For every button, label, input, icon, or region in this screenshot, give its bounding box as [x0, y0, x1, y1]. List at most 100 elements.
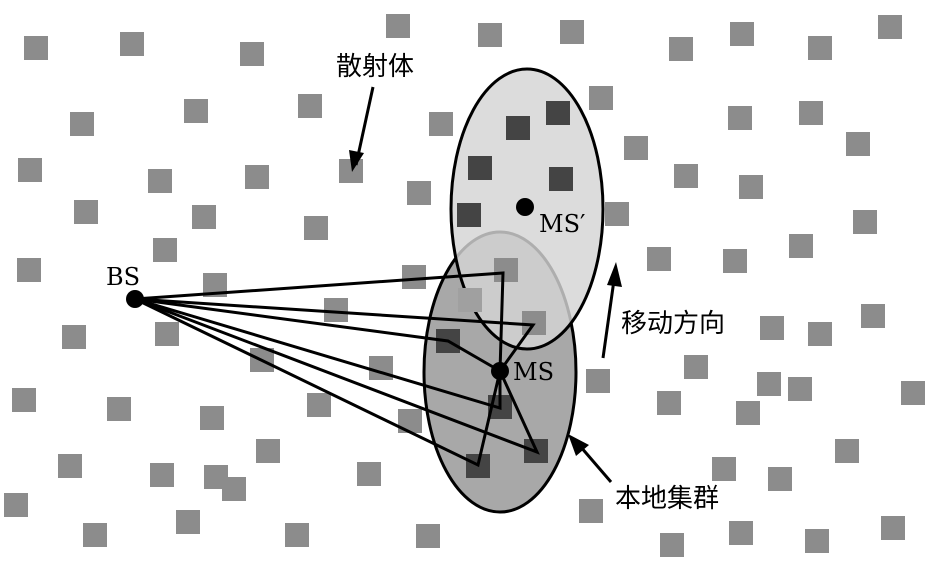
scatterer-square [861, 304, 885, 328]
ms-node [491, 362, 509, 380]
scatterer-square [624, 136, 648, 160]
scatterer-square [222, 477, 246, 501]
scatterer-square [416, 524, 440, 548]
cluster-scatterer-square [494, 258, 518, 282]
scatterer-square [647, 247, 671, 271]
scatterer-square [429, 112, 453, 136]
scatterer-square [660, 533, 684, 557]
scatterer-square [605, 202, 629, 226]
scatterer-square [324, 298, 348, 322]
path-1 [134, 271, 505, 372]
label-ms: MS [513, 358, 554, 386]
scatterer-square [74, 200, 98, 224]
scatterer-square [712, 457, 736, 481]
cluster-scatterers [436, 101, 573, 478]
scatterer-square [901, 381, 925, 405]
scatterer-square [560, 20, 584, 44]
scatterer-square [120, 32, 144, 56]
path-2 [134, 297, 536, 372]
scatterer-square [62, 325, 86, 349]
scatterer-square [240, 42, 264, 66]
scatterer-square [153, 238, 177, 262]
cluster-scatterer-square [458, 288, 482, 312]
scatterer-square [298, 94, 322, 118]
scatterer-square [589, 86, 613, 110]
label-local-cluster: 本地集群 [615, 484, 719, 514]
ms-prime-node [516, 198, 534, 216]
scatterer-square [853, 210, 877, 234]
scatterer-square [579, 499, 603, 523]
cluster-arrowhead [568, 434, 589, 456]
scatterer-square [12, 388, 36, 412]
scatterer-square [176, 510, 200, 534]
scatterer-square [881, 516, 905, 540]
scatterer-square [192, 205, 216, 229]
label-ms-prime: MS′ [539, 210, 585, 238]
scatterer-square [148, 169, 172, 193]
scatterer-square [155, 322, 179, 346]
scatterer-square [58, 454, 82, 478]
scatterer-square [729, 521, 753, 545]
path-3 [134, 297, 501, 373]
scatterer-square [835, 439, 859, 463]
scatterer-square [846, 132, 870, 156]
cluster-scatterer-square [457, 203, 481, 227]
scatterer-square [4, 493, 28, 517]
scatterer-square [107, 397, 131, 421]
scatterer-square [808, 322, 832, 346]
scatterer-square [18, 158, 42, 182]
scatterer-square [657, 391, 681, 415]
cluster-scatterer-square [468, 156, 492, 180]
cluster-scatterer-square [506, 116, 530, 140]
scatterer-square [70, 112, 94, 136]
scatterer-square [304, 216, 328, 240]
scatterer-square [808, 36, 832, 60]
label-scatterer: 散射体 [336, 52, 414, 82]
scatterer-square [83, 523, 107, 547]
scatterer-square [285, 523, 309, 547]
scatterer-square [586, 369, 610, 393]
cluster-arrow [578, 445, 613, 483]
scatterer-arrowhead [349, 150, 364, 172]
scatterer-square [478, 23, 502, 47]
scatterer-square [184, 99, 208, 123]
cluster-scatterer-square [549, 167, 573, 191]
scatterer-square [307, 393, 331, 417]
scatterer-square [386, 14, 410, 38]
scatterer-square [736, 401, 760, 425]
scatterer-square [799, 101, 823, 125]
propagation-paths [134, 271, 540, 468]
scatterer-square [669, 37, 693, 61]
path-6 [134, 297, 502, 468]
label-bs: BS [106, 263, 140, 291]
scatterer-square [757, 372, 781, 396]
direction-arrow [601, 279, 616, 359]
scatterer-square [256, 439, 280, 463]
scatterer-square [878, 15, 902, 39]
scatterer-square [723, 249, 747, 273]
path-4 [134, 297, 502, 411]
scatterer-square [805, 529, 829, 553]
scatterer-square [760, 316, 784, 340]
scatterer-square [245, 165, 269, 189]
scatterer-square [407, 181, 431, 205]
scatterer-square [730, 22, 754, 46]
scatterer-square [768, 467, 792, 491]
scatterer-square [200, 406, 224, 430]
scatterer-square [357, 462, 381, 486]
scatterer-square [788, 377, 812, 401]
path-5 [134, 297, 540, 455]
cluster-scatterer-square [546, 101, 570, 125]
scatterer-square [674, 164, 698, 188]
scatterer-square [24, 36, 48, 60]
scatterer-square [150, 463, 174, 487]
label-direction: 移动方向 [621, 309, 725, 339]
scatterer-square [17, 258, 41, 282]
scatterer-square [789, 234, 813, 258]
direction-arrowhead [607, 262, 622, 287]
cluster-scatterer-square [522, 311, 546, 335]
scatterer-square [739, 175, 763, 199]
scatterer-square [684, 355, 708, 379]
